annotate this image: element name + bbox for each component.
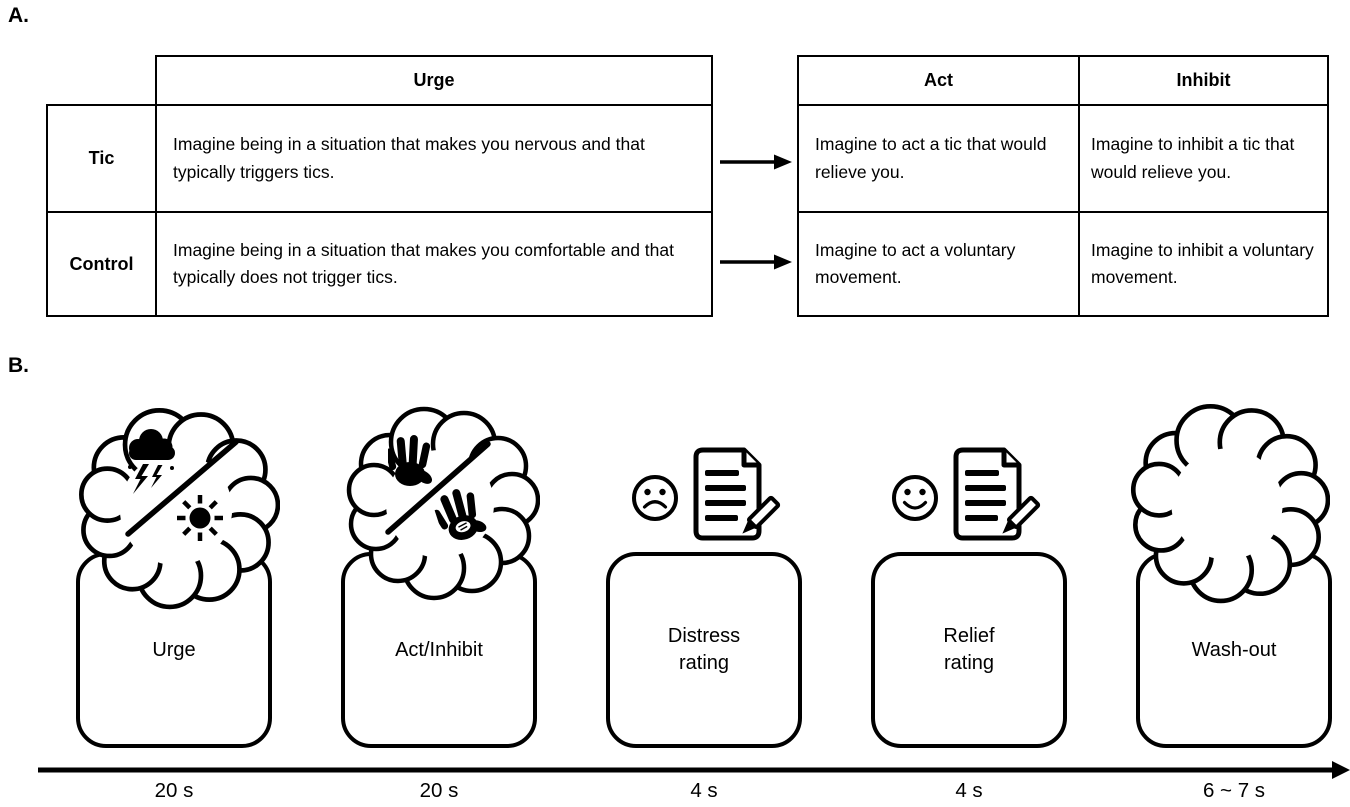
imagery-cell-tic: Imagine being in a situation that makes …: [155, 104, 713, 213]
duration-wash-out: 6 ~ 7 s: [1202, 779, 1266, 802]
response-column-header-act: Act: [797, 55, 1080, 106]
tic-row-arrow-icon: [720, 154, 792, 170]
response-text-control-inhibit: Imagine to inhibit a voluntary movement.: [1091, 239, 1314, 287]
response-cell-tic-act: Imagine to act a tic that would relieve …: [797, 104, 1080, 213]
panel-a-label: A.: [8, 4, 29, 27]
response-text-tic-act: Imagine to act a tic that would relieve …: [815, 134, 1047, 182]
urge-thought-cloud-icon: [72, 386, 280, 624]
duration-urge: 20 s: [154, 779, 194, 802]
imagery-cell-control: Imagine being in a situation that makes …: [155, 211, 713, 317]
response-text-tic-inhibit: Imagine to inhibit a tic that would reli…: [1091, 134, 1295, 182]
imagery-text-control: Imagine being in a situation that makes …: [173, 239, 674, 287]
happy-face-icon: [892, 475, 938, 521]
slash-icon: [125, 439, 239, 537]
stage-name-wash-out: Wash-out: [1191, 638, 1277, 661]
rating-form-pencil-icon: [690, 446, 786, 544]
stage-name-distress-rating: Distress rating: [667, 625, 741, 674]
inhibiting-hand-icon: [429, 482, 491, 548]
duration-distress-rating: 4 s: [690, 779, 718, 802]
duration-act-inhibit: 20 s: [419, 779, 459, 802]
response-text-control-act: Imagine to act a voluntary movement.: [815, 239, 1016, 287]
act-inhibit-thought-cloud-icon: [340, 386, 540, 614]
rating-form-pencil-icon: [950, 446, 1046, 544]
empty-thought-cloud-icon: [1124, 378, 1330, 622]
imagery-text-tic: Imagine being in a situation that makes …: [173, 134, 645, 182]
stage-box-relief-rating: Relief rating: [871, 552, 1067, 748]
response-cell-control-act: Imagine to act a voluntary movement.: [797, 211, 1080, 317]
response-cell-control-inhibit: Imagine to inhibit a voluntary movement.: [1078, 211, 1329, 317]
sad-face-icon: [632, 475, 678, 521]
stage-name-act-inhibit: Act/Inhibit: [395, 638, 483, 661]
row-header-control: Control: [46, 211, 157, 317]
imagery-column-header: Urge: [155, 55, 713, 106]
slash-icon: [385, 441, 491, 535]
stage-name-relief-rating: Relief rating: [943, 625, 995, 674]
control-row-arrow-icon: [720, 254, 792, 270]
stage-box-distress-rating: Distress rating: [606, 552, 802, 748]
stage-box-act-inhibit: Act/Inhibit: [341, 552, 537, 748]
row-header-tic: Tic: [46, 104, 157, 213]
duration-relief-rating: 4 s: [955, 779, 983, 802]
response-column-header-inhibit: Inhibit: [1078, 55, 1329, 106]
sun-icon: [177, 495, 223, 541]
storm-cloud-icon: [128, 429, 175, 494]
stage-name-urge: Urge: [152, 638, 196, 661]
timeline-arrow-icon: [38, 761, 1350, 779]
response-cell-tic-inhibit: Imagine to inhibit a tic that would reli…: [1078, 104, 1329, 213]
panel-b-label: B.: [8, 354, 29, 377]
